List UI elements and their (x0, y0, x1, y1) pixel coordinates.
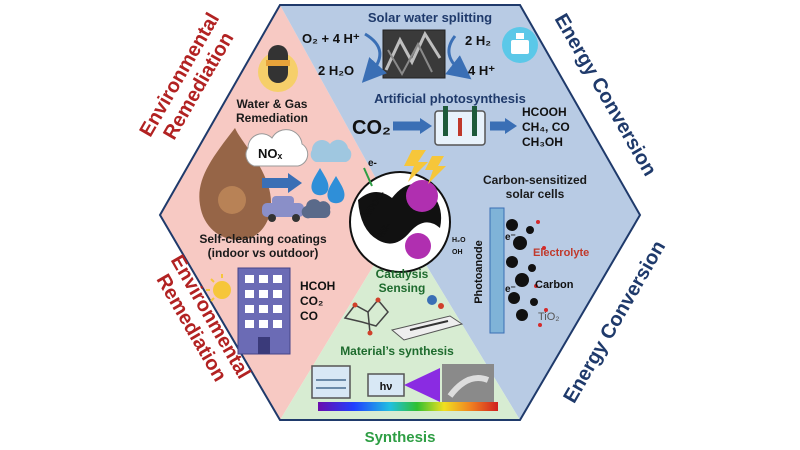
photosynthesis-product-3: CH₃OH (522, 135, 563, 149)
photosynthesis-arrowhead-in (420, 118, 432, 134)
tank-body (511, 40, 529, 54)
photosynthesis-product-2: CH₄, CO (522, 120, 570, 134)
lightning-icon-1 (404, 150, 428, 182)
clean-drop-icon-2 (327, 176, 345, 204)
electrolyte-label: Electrolyte (533, 247, 589, 259)
cloud-icon (310, 139, 352, 162)
car-wheel-2 (292, 214, 300, 222)
photon-energy-label: hν (380, 381, 393, 393)
hexagon-outline (158, 4, 642, 421)
exhaust-cloud-icon (301, 199, 331, 219)
nox-label: NOₓ (258, 146, 283, 161)
spectrum-bar (318, 402, 498, 411)
molecule-atoms (352, 297, 381, 336)
hydrogen-product: 2 H₂ (465, 33, 491, 48)
cell-electrode-right (472, 106, 477, 136)
oxidation-arrow (361, 32, 387, 83)
pollutant-2: CO₂ (300, 294, 323, 308)
photosynthesis-product-1: HCOOH (522, 105, 567, 119)
catalyst-cluster-2 (405, 233, 431, 259)
gas-molecule-atom (438, 303, 444, 309)
photoanode-plate (489, 207, 505, 334)
synthesis-label: Synthesis (365, 429, 436, 446)
catalysis-label: Catalysis (376, 267, 429, 281)
sun-rays (206, 274, 223, 302)
hydroxyl-molecule: OH (452, 249, 463, 256)
sensing-label: Sensing (379, 281, 426, 295)
solar-cells-title-1: Carbon-sensitized (483, 173, 587, 187)
cell-electrode-left (443, 106, 448, 136)
remediation-arrowhead (288, 173, 302, 193)
cell-membrane (458, 118, 462, 136)
car-icon (262, 203, 304, 217)
sensor-strip (409, 320, 449, 331)
clean-drop-icon-1 (311, 168, 329, 196)
electrolyte-dots (534, 220, 548, 327)
carbon-particles (506, 219, 538, 321)
solar-cells-title-2: solar cells (506, 187, 565, 201)
co2-reactant: CO₂ (352, 117, 391, 139)
self-cleaning-title-2: (indoor vs outdoor) (208, 246, 319, 260)
building-door (258, 337, 270, 354)
photoanode-label: Photoanode (473, 240, 485, 304)
water-molecule: H₂O (452, 237, 466, 244)
light-beam-icon (404, 368, 440, 402)
lamp-band (266, 60, 290, 66)
proton-reactant: 4 H⁺ (468, 63, 495, 78)
car-roof (272, 196, 294, 206)
catalyst-cluster-1 (406, 180, 438, 212)
carbon-label: Carbon (535, 279, 574, 291)
pollutant-3: CO (300, 309, 318, 323)
lightning-icon-2 (425, 156, 446, 184)
solar-water-splitting-title: Solar water splitting (368, 10, 492, 25)
self-cleaning-title-1: Self-cleaning coatings (199, 232, 327, 246)
materials-synthesis-label: Material’s synthesis (340, 344, 454, 358)
electron-arrow (363, 167, 373, 187)
energy-sector (280, 5, 640, 420)
micrograph-texture (384, 30, 442, 71)
tio2-label: TiO₂ (538, 311, 560, 323)
solar-electron-2: e⁻ (505, 284, 516, 295)
drop-contaminant (218, 186, 246, 214)
water-gas-title-1: Water & Gas (237, 97, 308, 111)
sun-icon (213, 281, 231, 299)
building-windows (245, 275, 282, 328)
center-electron: e- (368, 158, 377, 169)
oxidation-product: O₂ + 4 H⁺ (302, 31, 360, 46)
car-wheel-1 (268, 214, 276, 222)
gas-molecule-center (427, 295, 437, 305)
reduction-arrow (445, 35, 472, 80)
artificial-photosynthesis-title: Artificial photosynthesis (374, 91, 526, 106)
solar-electron-1: e⁻ (505, 232, 516, 243)
photosynthesis-arrowhead-out (505, 118, 517, 134)
beaker-contents (316, 379, 346, 389)
water-gas-title-2: Remediation (236, 111, 308, 125)
pollutant-1: HCOH (300, 279, 335, 293)
water-reactant: 2 H₂O (318, 63, 354, 78)
micrograph-highlight (447, 375, 490, 398)
nox-cloud-icon (245, 129, 309, 167)
micrograph-texture-2 (387, 41, 433, 77)
tank-valve (516, 33, 524, 39)
beaker-icon (311, 365, 351, 399)
